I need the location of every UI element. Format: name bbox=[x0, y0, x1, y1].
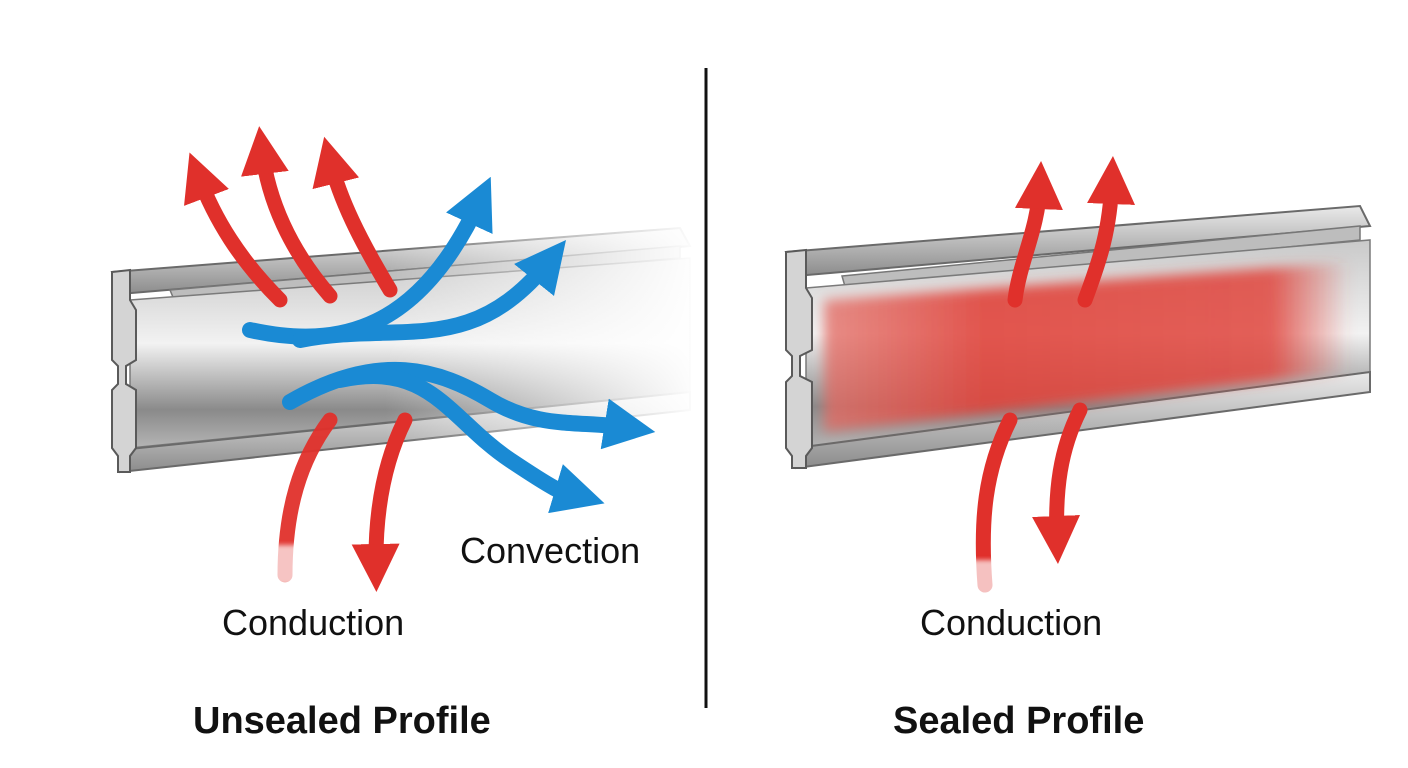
trapped-heat-fill bbox=[824, 262, 1350, 432]
unsealed-profile-title: Unsealed Profile bbox=[193, 700, 491, 742]
unsealed-profile-beam bbox=[0, 200, 700, 490]
sealed-profile-title: Sealed Profile bbox=[893, 700, 1145, 742]
heat-arrow bbox=[184, 152, 288, 308]
conduction-arrows-left bbox=[184, 126, 413, 592]
conduction-label-left: Conduction bbox=[222, 602, 405, 643]
convection-arrows bbox=[242, 176, 656, 514]
heat-arrow bbox=[1032, 402, 1088, 564]
convection-label: Convection bbox=[460, 530, 641, 571]
heat-arrow bbox=[241, 126, 338, 304]
convection-arrow bbox=[332, 368, 605, 514]
heat-arrow bbox=[351, 412, 413, 592]
conduction-label-right: Conduction bbox=[920, 602, 1103, 643]
heat-arrow bbox=[1007, 161, 1063, 308]
heat-arrow bbox=[312, 136, 398, 298]
heat-arrow bbox=[1077, 156, 1136, 308]
convection-arrow bbox=[242, 176, 493, 345]
convection-arrow bbox=[292, 240, 567, 348]
